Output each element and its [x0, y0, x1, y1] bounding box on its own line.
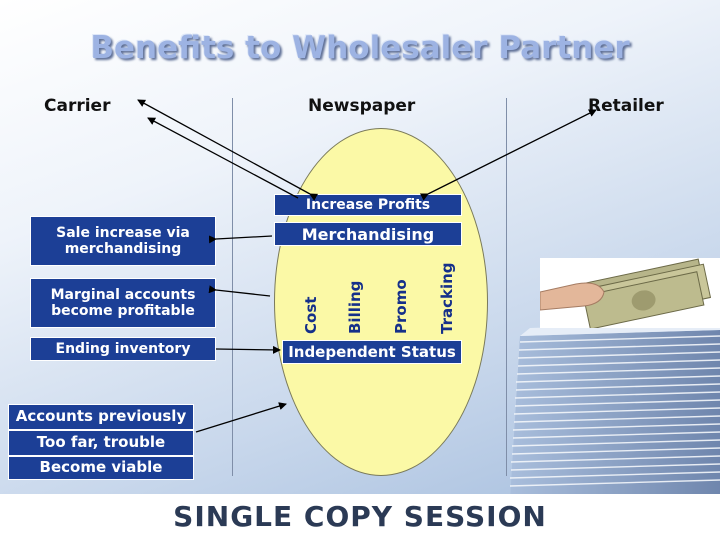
- left-divider: [232, 98, 233, 476]
- footer-title: SINGLE COPY SESSION: [173, 500, 547, 533]
- independent-status-box: Independent Status: [282, 340, 462, 364]
- become-viable-box: Become viable: [8, 456, 194, 480]
- too-far-box: Too far, trouble: [8, 430, 194, 456]
- carrier-heading: Carrier: [44, 96, 111, 116]
- footer-band: [0, 494, 720, 540]
- marginal-accounts-box: Marginal accounts become profitable: [30, 278, 216, 328]
- right-divider: [506, 98, 507, 476]
- newspaper-heading: Newspaper: [308, 96, 416, 116]
- increase-profits-box: Increase Profits: [274, 194, 462, 216]
- arrow-sale-increase: [208, 235, 273, 244]
- ending-inventory-box: Ending inventory: [30, 337, 216, 361]
- merchandising-box: Merchandising: [274, 222, 462, 246]
- sale-increase-box: Sale increase via merchandising: [30, 216, 216, 266]
- arrow-retailer: [419, 109, 597, 201]
- arrow-carrier-inner: [147, 117, 299, 199]
- accounts-previously-box: Accounts previously: [8, 404, 194, 430]
- arrow-carrier-outer: [137, 99, 319, 201]
- slide-title: Benefits to Wholesaler Partner: [90, 30, 630, 66]
- arrow-marginal-accounts: [208, 285, 271, 297]
- money-hand-image: [540, 258, 720, 328]
- arrow-ending-inventory: [215, 345, 281, 354]
- retailer-heading: Retailer: [588, 96, 664, 116]
- arrow-accounts: [195, 402, 287, 433]
